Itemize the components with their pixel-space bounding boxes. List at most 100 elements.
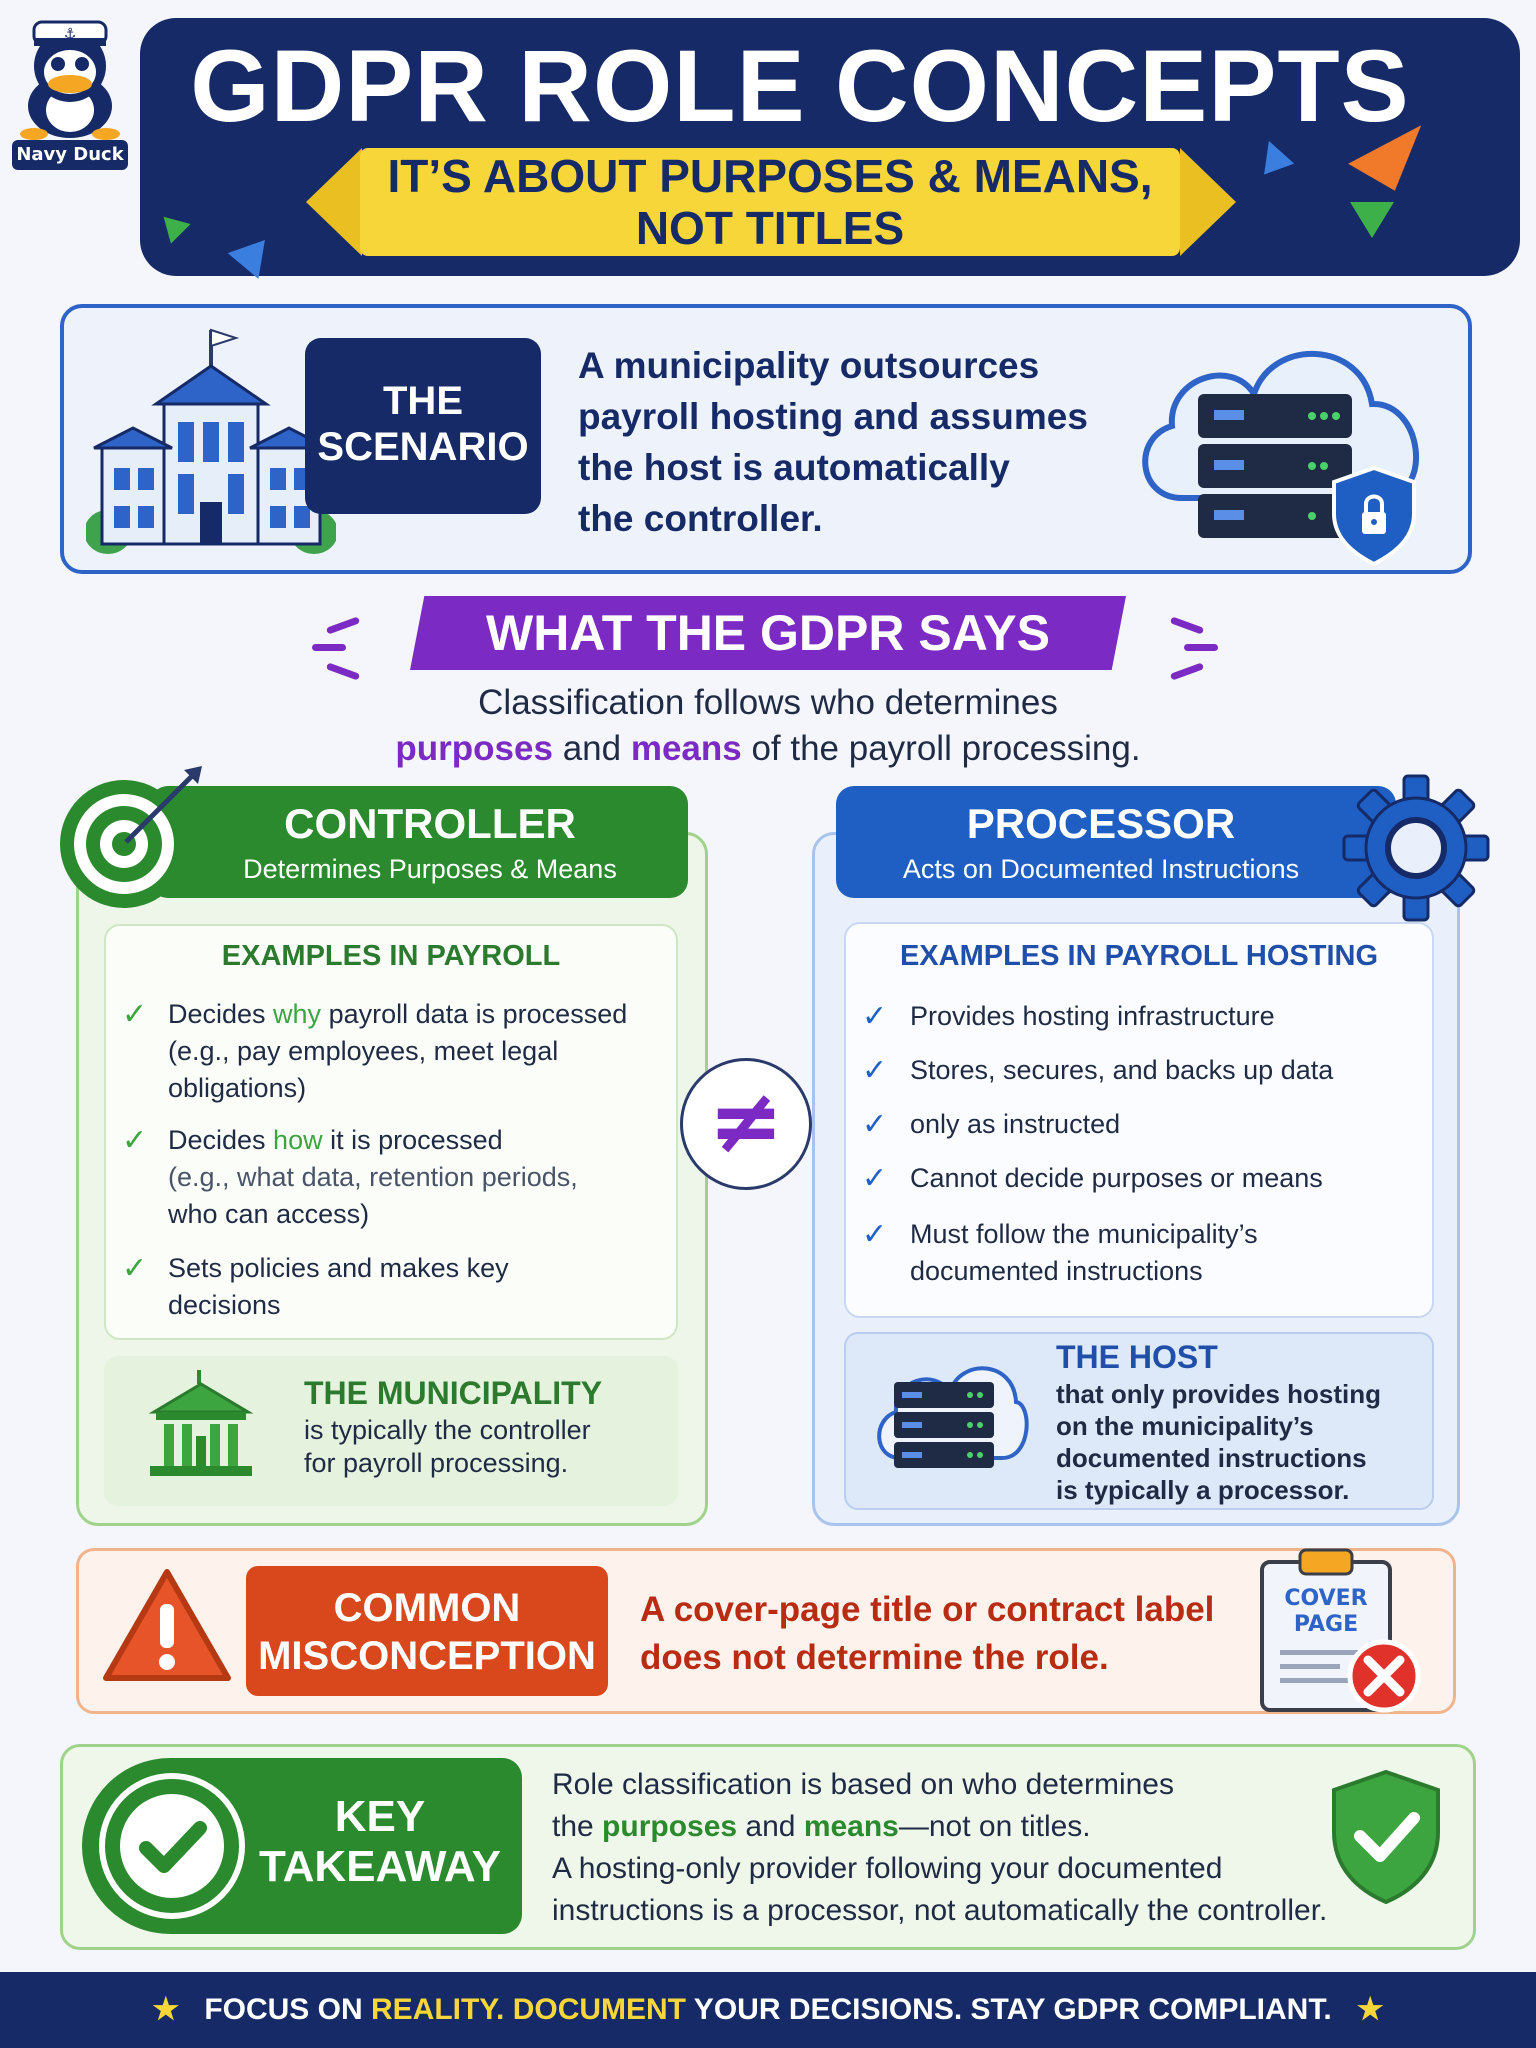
ribbon-tail-right: [1180, 148, 1236, 256]
footer-highlight: DOCUMENT: [512, 1993, 687, 2026]
footer-text-part: FOCUS ON: [204, 1993, 371, 2026]
processor-example-item: only as instructed: [910, 1109, 1121, 1139]
item-text: (e.g., pay employees, meet legal: [168, 1036, 559, 1066]
spark-decoration: [1169, 662, 1205, 681]
controller-example-item: Decides why payroll data is processed (e…: [168, 996, 668, 1107]
gdpr-says-banner: [410, 596, 1126, 670]
host-text-line: that only provides hosting: [1056, 1379, 1382, 1409]
warning-icon: [103, 1569, 231, 1681]
purposes-highlight: purposes: [602, 1810, 738, 1843]
item-text: payroll data is processed: [321, 999, 628, 1029]
target-icon: [60, 766, 202, 908]
processor-title: PROCESSOR: [966, 800, 1236, 847]
check-icon: ✓: [862, 1107, 888, 1142]
footer-text: ★ FOCUS ON REALITY. DOCUMENT YOUR DECISI…: [0, 1972, 1536, 2048]
gdpr-says-line-2: purposes and means of the payroll proces…: [200, 726, 1336, 772]
misconception-text-line: A cover-page title or contract label: [640, 1590, 1215, 1629]
spark-decoration: [1169, 616, 1205, 635]
footer-highlight: REALITY.: [370, 1993, 505, 2026]
item-text: decisions: [168, 1290, 281, 1320]
svg-text:⚓: ⚓: [64, 26, 77, 42]
host-text-line: is typically a processor.: [1056, 1475, 1350, 1505]
spark-decoration: [325, 616, 361, 635]
clipboard-rejected-icon: [1260, 1548, 1421, 1713]
spark-decoration: [312, 644, 346, 651]
how-highlight: how: [273, 1125, 323, 1155]
scenario-label-line-2: SCENARIO: [317, 425, 529, 469]
cloud-server-icon: [1142, 350, 1420, 567]
item-text: Must follow the municipality’s: [910, 1219, 1258, 1249]
host-text-line: documented instructions: [1056, 1443, 1367, 1473]
clipboard-label: COVER PAGE: [1262, 1586, 1390, 1638]
subtitle-line-1: IT’S ABOUT PURPOSES & MEANS,: [387, 150, 1153, 202]
takeaway-text-line: A hosting-only provider following your d…: [552, 1852, 1223, 1885]
item-text: obligations): [168, 1073, 307, 1103]
footer-text-part: [504, 1993, 512, 2026]
controller-example-item: Decides how it is processed (e.g., what …: [168, 1122, 668, 1233]
confetti-decoration: [1350, 202, 1394, 238]
why-highlight: why: [273, 999, 322, 1029]
misconception-label: COMMON MISCONCEPTION: [246, 1566, 608, 1696]
municipality-text-line: for payroll processing.: [304, 1448, 569, 1478]
takeaway-label-line-2: TAKEAWAY: [258, 1842, 502, 1891]
check-icon: ✓: [862, 999, 888, 1034]
clipboard-label-line: PAGE: [1293, 1612, 1359, 1637]
gdpr-says-line-1: Classification follows who determines: [478, 683, 1058, 722]
processor-examples-title: EXAMPLES IN PAYROLL HOSTING: [899, 940, 1379, 972]
controller-examples-title: EXAMPLES IN PAYROLL: [221, 940, 561, 972]
processor-examples-box: [844, 922, 1434, 1318]
scenario-text-line: A municipality outsources: [578, 345, 1040, 386]
gdpr-says-text: of the payroll processing.: [741, 729, 1141, 768]
mascot-caption: Navy Duck: [12, 140, 128, 170]
processor-example-item: Stores, secures, and backs up data: [910, 1055, 1334, 1085]
means-highlight: means: [630, 729, 742, 768]
takeaway-text: and: [737, 1810, 804, 1843]
item-text: who can access): [168, 1199, 370, 1229]
municipality-title: THE MUNICIPALITY: [304, 1375, 603, 1411]
page-subtitle: IT’S ABOUT PURPOSES & MEANS, NOT TITLES: [360, 150, 1180, 254]
processor-subtitle: Acts on Documented Instructions: [902, 854, 1300, 884]
scenario-text-line: the controller.: [578, 498, 823, 539]
scenario-text-line: the host is automatically: [578, 447, 1010, 488]
navy-duck-mascot-icon: ⚓: [20, 20, 120, 140]
municipality-text: is typically the controller for payroll …: [304, 1414, 674, 1480]
takeaway-text-line: Role classification is based on who dete…: [552, 1768, 1174, 1801]
check-icon: ✓: [862, 1217, 888, 1252]
misconception-text-line: does not determine the role.: [640, 1638, 1109, 1677]
purposes-highlight: purposes: [395, 729, 553, 768]
host-title: THE HOST: [1056, 1339, 1218, 1375]
takeaway-text: Role classification is based on who dete…: [552, 1764, 1372, 1932]
not-equal-icon: ≠: [708, 1069, 784, 1174]
footer-bar: [0, 1972, 1536, 2048]
takeaway-text: —not on titles.: [898, 1810, 1091, 1843]
means-highlight: means: [803, 1810, 899, 1843]
check-icon: ✓: [122, 1251, 148, 1286]
footer-text-part: YOUR DECISIONS. STAY GDPR COMPLIANT.: [686, 1993, 1332, 2026]
subtitle-ribbon: [360, 148, 1180, 256]
processor-example-item: Must follow the municipality’s documente…: [910, 1216, 1420, 1290]
item-text: Decides: [168, 1125, 274, 1155]
scenario-label: THE SCENARIO: [305, 338, 541, 514]
controller-subtitle: Determines Purposes & Means: [243, 854, 617, 884]
gdpr-says-title: WHAT THE GDPR SAYS: [486, 605, 1050, 661]
takeaway-label-line-1: KEY: [334, 1792, 426, 1841]
check-icon: ✓: [862, 1161, 888, 1196]
item-text: (e.g., what data, retention periods,: [168, 1162, 578, 1192]
municipality-text-line: is typically the controller: [304, 1415, 591, 1445]
check-circle-icon: [99, 1773, 245, 1919]
misconception-label-line-2: MISCONCEPTION: [258, 1634, 596, 1678]
controller-header: [150, 786, 688, 898]
item-text: Sets policies and makes key: [168, 1253, 509, 1283]
scenario-text-line: payroll hosting and assumes: [578, 396, 1088, 437]
not-equal-badge: [680, 1058, 812, 1190]
takeaway-text: the: [552, 1810, 603, 1843]
host-text-line: on the municipality’s: [1056, 1411, 1314, 1441]
shield-check-icon: [1332, 1769, 1440, 1905]
check-icon: ✓: [122, 1123, 148, 1158]
processor-example-item: Provides hosting infrastructure: [910, 1001, 1275, 1031]
item-text: it is processed: [322, 1125, 503, 1155]
page-title: GDPR ROLE CONCEPTS: [190, 29, 1410, 143]
municipal-building-icon: [86, 328, 336, 554]
ribbon-tail-left: [306, 148, 362, 256]
star-icon: ★: [1356, 1993, 1384, 2026]
